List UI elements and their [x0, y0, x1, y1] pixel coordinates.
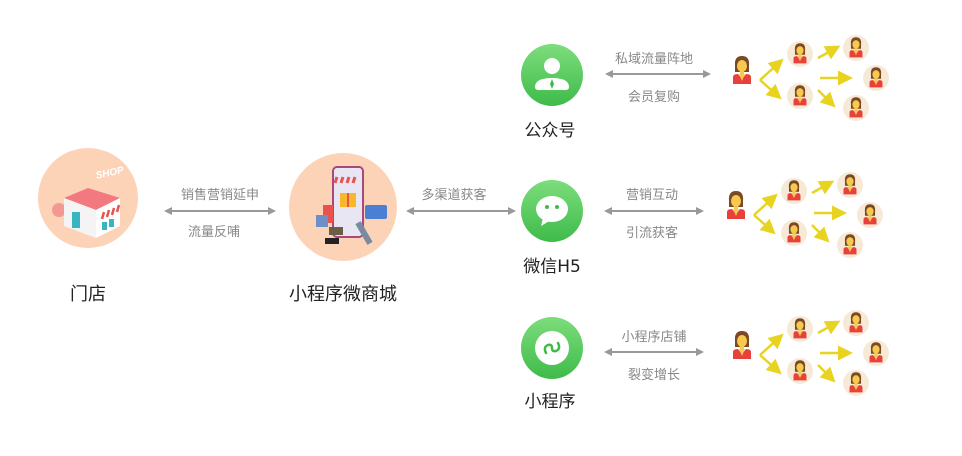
channel-label-official-account: 公众号 [524, 121, 576, 141]
official-account-circle [521, 44, 583, 106]
fission-cluster-mini-program [733, 303, 902, 403]
svg-text:SHOP: SHOP [95, 165, 125, 182]
double-arrow-icon [604, 207, 704, 215]
channel-label-wechat-h5: 微信H5 [523, 257, 581, 277]
channel-0-bottom-label: 会员复购 [627, 90, 681, 105]
shop-icon: SHOP [52, 165, 125, 238]
fission-cluster-official-account [733, 28, 902, 128]
mini-program-circle [521, 317, 583, 379]
store-mall-top-label: 销售营销延申 [180, 188, 260, 203]
fission-cluster-wechat-h5 [727, 163, 896, 263]
mall-icon-circle [289, 153, 397, 261]
double-arrow-icon [605, 70, 711, 78]
store-mall-bottom-label: 流量反哺 [187, 225, 241, 240]
store-label: 门店 [70, 284, 106, 305]
channel-2-top-label: 小程序店铺 [621, 330, 687, 345]
double-arrow-icon [604, 348, 704, 356]
mall-label: 小程序微商城 [289, 284, 397, 305]
wechat-circle [521, 180, 583, 242]
channel-0-top-label: 私域流量阵地 [614, 52, 694, 67]
double-arrow-icon [164, 207, 276, 215]
double-arrow-icon [406, 207, 516, 215]
official-account-icon [535, 58, 569, 90]
wechat-chat-icon [536, 196, 568, 226]
mobile-shopping-icon [316, 166, 387, 245]
mini-program-icon [535, 331, 569, 365]
channel-1-top-label: 营销互动 [625, 188, 679, 203]
mall-channels-top-label: 多渠道获客 [421, 188, 487, 203]
channel-2-bottom-label: 裂变增长 [627, 368, 681, 383]
store-icon-circle: SHOP [38, 148, 138, 248]
channel-1-bottom-label: 引流获客 [625, 226, 679, 241]
channel-label-mini-program: 小程序 [524, 392, 576, 412]
